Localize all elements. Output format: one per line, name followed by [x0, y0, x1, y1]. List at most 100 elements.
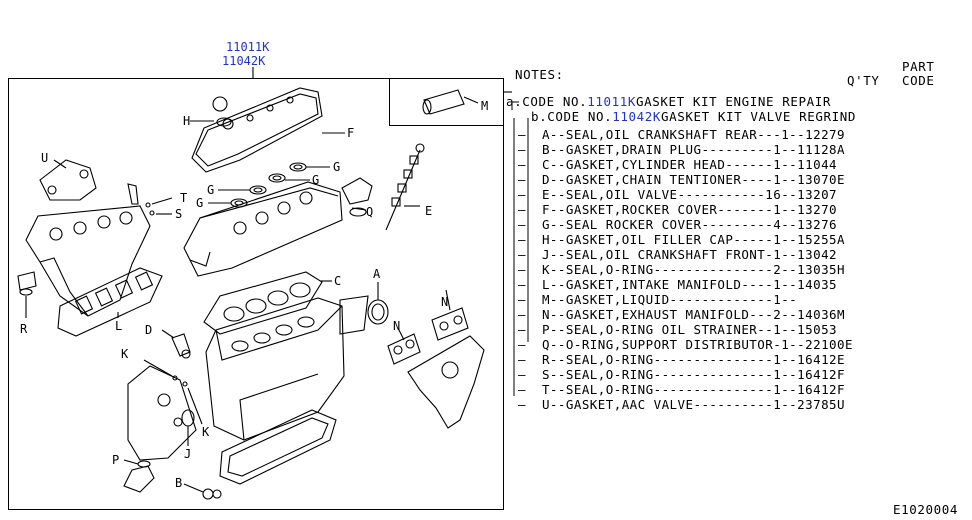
callout-u: U — [41, 151, 49, 165]
callout-d: D — [145, 323, 153, 337]
aac-valve — [39, 159, 97, 201]
callout-g1: G — [333, 160, 341, 174]
callout-k2: K — [202, 425, 210, 439]
part-line: N--GASKET,EXHAUST MANIFOLD---2--14036M — [541, 307, 846, 322]
rocker-cover — [191, 87, 345, 173]
part-row-c: — C--GASKET,CYLINDER HEAD------1--11044 — [518, 157, 838, 172]
callout-h: H — [183, 114, 191, 128]
part-line: A--SEAL,OIL CRANKSHAFT REAR---1--12279 — [541, 127, 846, 142]
timing-cover — [127, 359, 203, 461]
part-row-a: — A--SEAL,OIL CRANKSHAFT REAR---1--12279 — [518, 127, 846, 142]
sensor-r — [17, 271, 37, 318]
part-row-m: — M--GASKET,LIQUID-------------1-- — [518, 292, 798, 307]
part-line: H--GASKET,OIL FILLER CAP-----1--15255A — [541, 232, 846, 247]
cylinder-head — [183, 181, 343, 277]
rocker-seals — [208, 162, 330, 208]
part-row-j: — J--SEAL,OIL CRANKSHAFT FRONT-1--13042 — [518, 247, 838, 262]
code-label: CODE — [902, 73, 935, 88]
callout-k1: K — [121, 347, 129, 361]
callout-e: E — [425, 204, 433, 218]
note-b-prefix: b.CODE NO. — [531, 109, 613, 124]
note-b: b.CODE NO.11042KGASKET KIT VALVE REGRIND — [531, 109, 856, 124]
part-row-n: — N--GASKET,EXHAUST MANIFOLD---2--14036M — [518, 307, 846, 322]
note-b-text: GASKET KIT VALVE REGRIND — [661, 109, 857, 124]
intake-gasket — [57, 267, 163, 337]
notes-label: NOTES: — [515, 67, 564, 82]
callout-g4: G — [196, 196, 204, 210]
note-b-code: 11042K — [612, 109, 662, 124]
distributor — [341, 177, 373, 217]
note-a-prefix: a.CODE NO. — [506, 94, 588, 109]
notes-tree-lines — [511, 101, 529, 396]
oil-pan — [183, 409, 337, 500]
part-line: F--GASKET,ROCKER COVER-------1--13270 — [541, 202, 838, 217]
callout-t: T — [180, 191, 188, 205]
part-line: M--GASKET,LIQUID-------------1-- — [541, 292, 798, 307]
callout-c: C — [334, 274, 342, 288]
part-line: C--GASKET,CYLINDER HEAD------1--11044 — [541, 157, 838, 172]
part-row-l: — L--GASKET,INTAKE MANIFOLD----1--14035 — [518, 277, 838, 292]
part-line: U--GASKET,AAC VALVE----------1--23785U — [541, 397, 846, 412]
part-row-t: — T--SEAL,O-RING---------------1--16412F — [518, 382, 846, 397]
note-a: a.CODE NO.11011KGASKET KIT ENGINE REPAIR — [506, 94, 831, 109]
part-line: S--SEAL,O-RING---------------1--16412F — [541, 367, 846, 382]
part-line: J--SEAL,OIL CRANKSHAFT FRONT-1--13042 — [541, 247, 838, 262]
part-row-b: — B--GASKET,DRAIN PLUG---------1--11128A — [518, 142, 846, 157]
callout-f: F — [347, 126, 355, 140]
part-line: P--SEAL,O-RING OIL STRAINER--1--15053 — [541, 322, 838, 337]
oil-strainer — [123, 459, 155, 493]
part-row-d: — D--GASKET,CHAIN TENTIONER----1--13070E — [518, 172, 846, 187]
callout-b: B — [175, 476, 183, 490]
engine-block — [205, 297, 345, 441]
kit-code-engine-repair: 11011K — [226, 40, 270, 54]
liquid-gasket-inset — [389, 78, 504, 126]
head-gasket — [203, 271, 332, 335]
note-a-text: GASKET KIT ENGINE REPAIR — [636, 94, 832, 109]
exhaust-gaskets — [387, 289, 469, 365]
part-row-k: — K--SEAL,O-RING---------------2--13035H — [518, 262, 846, 277]
part-line: R--SEAL,O-RING---------------1--16412E — [541, 352, 846, 367]
part-line: T--SEAL,O-RING---------------1--16412F — [541, 382, 846, 397]
part-line: G--SEAL ROCKER COVER---------4--13276 — [541, 217, 838, 232]
callout-p: P — [112, 453, 120, 467]
callout-n1: N — [441, 295, 449, 309]
diagram-frame — [8, 78, 504, 510]
note-a-code: 11011K — [587, 94, 637, 109]
part-line: E--SEAL,OIL VALVE-----------16--13207 — [541, 187, 838, 202]
chain-tensioner — [161, 329, 191, 359]
part-row-s: — S--SEAL,O-RING---------------1--16412F — [518, 367, 846, 382]
callout-g2: G — [312, 173, 320, 187]
liquid-gasket-tube — [422, 89, 479, 115]
part-label: PART — [902, 59, 935, 74]
valves — [385, 143, 425, 231]
callout-s: S — [175, 207, 183, 221]
part-row-q: — Q--O-RING,SUPPORT DISTRIBUTOR-1--22100… — [518, 337, 853, 352]
part-row-r: — R--SEAL,O-RING---------------1--16412E — [518, 352, 846, 367]
callout-r: R — [20, 322, 28, 336]
exhaust-manifold — [407, 335, 485, 429]
part-row-e: — E--SEAL,OIL VALVE-----------16--13207 — [518, 187, 838, 202]
kit-code-valve-regrind: 11042K — [222, 54, 266, 68]
part-row-p: — P--SEAL,O-RING OIL STRAINER--1--15053 — [518, 322, 838, 337]
rear-seal — [339, 282, 389, 335]
callout-n2: N — [393, 319, 401, 333]
part-line: B--GASKET,DRAIN PLUG---------1--11128A — [541, 142, 846, 157]
part-line: Q--O-RING,SUPPORT DISTRIBUTOR-1--22100E — [541, 337, 853, 352]
part-line: D--GASKET,CHAIN TENTIONER----1--13070E — [541, 172, 846, 187]
part-row-h: — H--GASKET,OIL FILLER CAP-----1--15255A — [518, 232, 846, 247]
part-line: L--GASKET,INTAKE MANIFOLD----1--14035 — [541, 277, 838, 292]
diagram-reference: E1020004 — [893, 502, 959, 517]
intake-manifold — [25, 205, 151, 317]
part-row-g: — G--SEAL ROCKER COVER---------4--13276 — [518, 217, 838, 232]
callout-l: L — [115, 319, 123, 333]
callout-j: J — [184, 447, 192, 461]
callout-m: M — [481, 99, 489, 113]
callout-q: Q — [366, 205, 374, 219]
small-o-rings — [127, 183, 173, 216]
oil-filler-cap — [190, 117, 232, 127]
callout-g3: G — [207, 183, 215, 197]
part-line: K--SEAL,O-RING---------------2--13035H — [541, 262, 846, 277]
part-row-u: — U--GASKET,AAC VALVE----------1--23785U — [518, 397, 846, 412]
qty-label: Q'TY — [847, 73, 880, 88]
